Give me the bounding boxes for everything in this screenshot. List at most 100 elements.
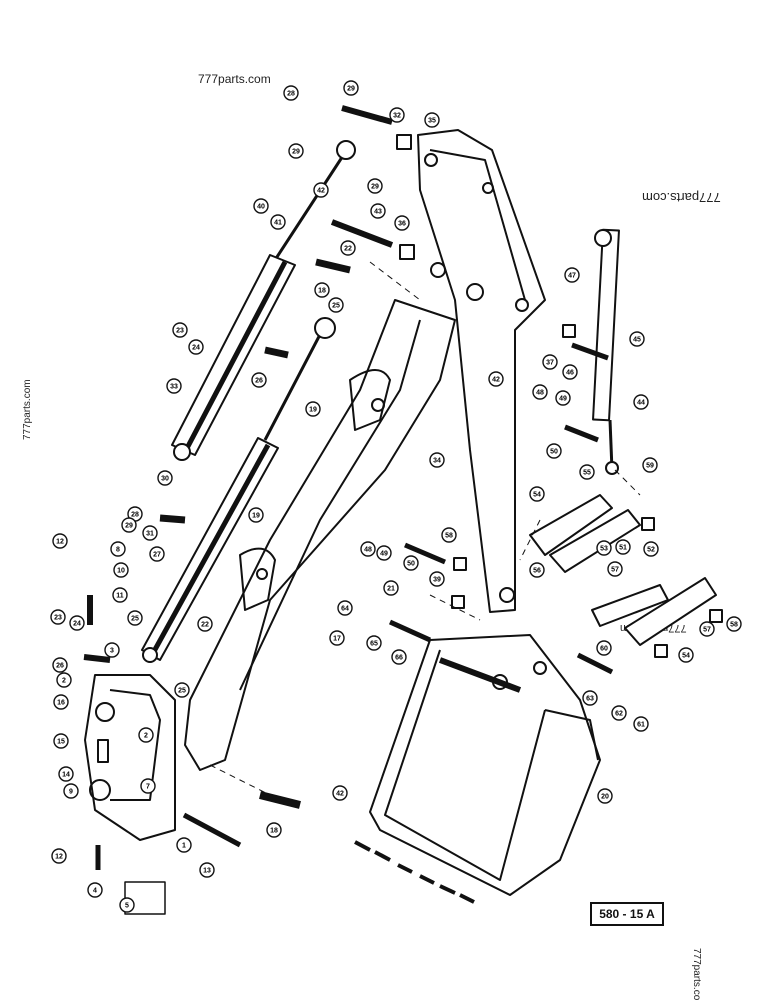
callout-30: 30 xyxy=(157,470,173,486)
callout-number: 36 xyxy=(398,221,406,228)
callout-number: 44 xyxy=(637,400,645,407)
callout-number: 58 xyxy=(445,533,453,540)
callout-number: 11 xyxy=(116,593,124,600)
callout-3: 3 xyxy=(104,642,120,658)
callout-55: 55 xyxy=(579,464,595,480)
callout-circle xyxy=(142,525,158,541)
callout-number: 23 xyxy=(54,615,62,622)
bucket xyxy=(354,634,601,904)
bucket-cylinder xyxy=(592,228,620,475)
callout-circle xyxy=(643,541,659,557)
callout-number: 4 xyxy=(93,888,97,895)
callout-circle xyxy=(127,610,143,626)
callout-39: 39 xyxy=(429,571,445,587)
callout-43: 43 xyxy=(370,203,386,219)
callout-number: 51 xyxy=(619,545,627,552)
callout-circle xyxy=(441,527,457,543)
callout-circle xyxy=(188,339,204,355)
callout-circle xyxy=(383,580,399,596)
callout-2: 2 xyxy=(56,672,72,688)
callout-circle xyxy=(429,571,445,587)
callout-number: 66 xyxy=(395,655,403,662)
callout-circle xyxy=(391,649,407,665)
callout-10: 10 xyxy=(113,562,129,578)
callout-number: 15 xyxy=(57,739,65,746)
callout-number: 50 xyxy=(407,561,415,568)
callout-24: 24 xyxy=(188,339,204,355)
callout-24: 24 xyxy=(69,615,85,631)
callout-18: 18 xyxy=(266,822,282,838)
callout-number: 28 xyxy=(131,512,139,519)
callout-12: 12 xyxy=(51,848,67,864)
callout-34: 34 xyxy=(429,452,445,468)
callout-number: 60 xyxy=(600,646,608,653)
callout-number: 17 xyxy=(333,636,341,643)
callout-circle xyxy=(283,85,299,101)
callout-layer: 2829323529294240414336221825232426331942… xyxy=(50,80,742,913)
callout-number: 30 xyxy=(161,476,169,483)
callout-16: 16 xyxy=(53,694,69,710)
callout-number: 48 xyxy=(364,547,372,554)
callout-circle xyxy=(157,470,173,486)
callout-number: 32 xyxy=(393,113,401,120)
callout-number: 50 xyxy=(550,449,558,456)
swing-tower xyxy=(84,674,176,841)
callout-57: 57 xyxy=(699,621,715,637)
callout-circle xyxy=(313,182,329,198)
callout-number: 18 xyxy=(318,288,326,295)
callout-number: 1 xyxy=(182,843,186,850)
callout-number: 12 xyxy=(56,539,64,546)
callout-47: 47 xyxy=(564,267,580,283)
callout-12: 12 xyxy=(52,533,68,549)
callout-circle xyxy=(360,541,376,557)
callout-19: 19 xyxy=(305,401,321,417)
callout-48: 48 xyxy=(360,541,376,557)
callout-number: 61 xyxy=(637,722,645,729)
callout-number: 14 xyxy=(62,772,70,779)
callout-circle xyxy=(140,778,156,794)
callout-circle xyxy=(56,672,72,688)
callout-circle xyxy=(633,716,649,732)
callout-number: 59 xyxy=(646,463,654,470)
callout-64: 64 xyxy=(337,600,353,616)
callout-number: 21 xyxy=(387,586,395,593)
callout-number: 64 xyxy=(341,606,349,613)
callout-circle xyxy=(112,587,128,603)
watermark-top: 777parts.com xyxy=(198,72,271,86)
callout-circle xyxy=(597,788,613,804)
callout-circle xyxy=(579,464,595,480)
callout-circle xyxy=(615,539,631,555)
callout-44: 44 xyxy=(633,394,649,410)
callout-number: 25 xyxy=(131,616,139,623)
callout-circle xyxy=(270,214,286,230)
callout-number: 43 xyxy=(374,209,382,216)
callout-number: 22 xyxy=(344,246,352,253)
callout-40: 40 xyxy=(253,198,269,214)
callout-circle xyxy=(328,297,344,313)
reference-code: 580 - 15 A xyxy=(590,902,664,926)
callout-number: 29 xyxy=(347,86,355,93)
callout-26: 26 xyxy=(52,657,68,673)
boom xyxy=(184,299,456,771)
callout-circle xyxy=(87,882,103,898)
callout-circle xyxy=(629,331,645,347)
callout-circle xyxy=(607,561,623,577)
callout-58: 58 xyxy=(441,527,457,543)
callout-number: 13 xyxy=(203,868,211,875)
callout-circle xyxy=(546,443,562,459)
callout-61: 61 xyxy=(633,716,649,732)
callout-42: 42 xyxy=(488,371,504,387)
callout-circle xyxy=(69,615,85,631)
callout-number: 26 xyxy=(255,378,263,385)
callout-23: 23 xyxy=(50,609,66,625)
callout-42: 42 xyxy=(313,182,329,198)
callout-number: 54 xyxy=(682,653,690,660)
callout-35: 35 xyxy=(424,112,440,128)
callout-circle xyxy=(555,390,571,406)
callout-number: 29 xyxy=(371,184,379,191)
callout-27: 27 xyxy=(149,546,165,562)
callout-circle xyxy=(305,401,321,417)
callout-49: 49 xyxy=(376,545,392,561)
callout-circle xyxy=(562,364,578,380)
callout-54: 54 xyxy=(529,486,545,502)
